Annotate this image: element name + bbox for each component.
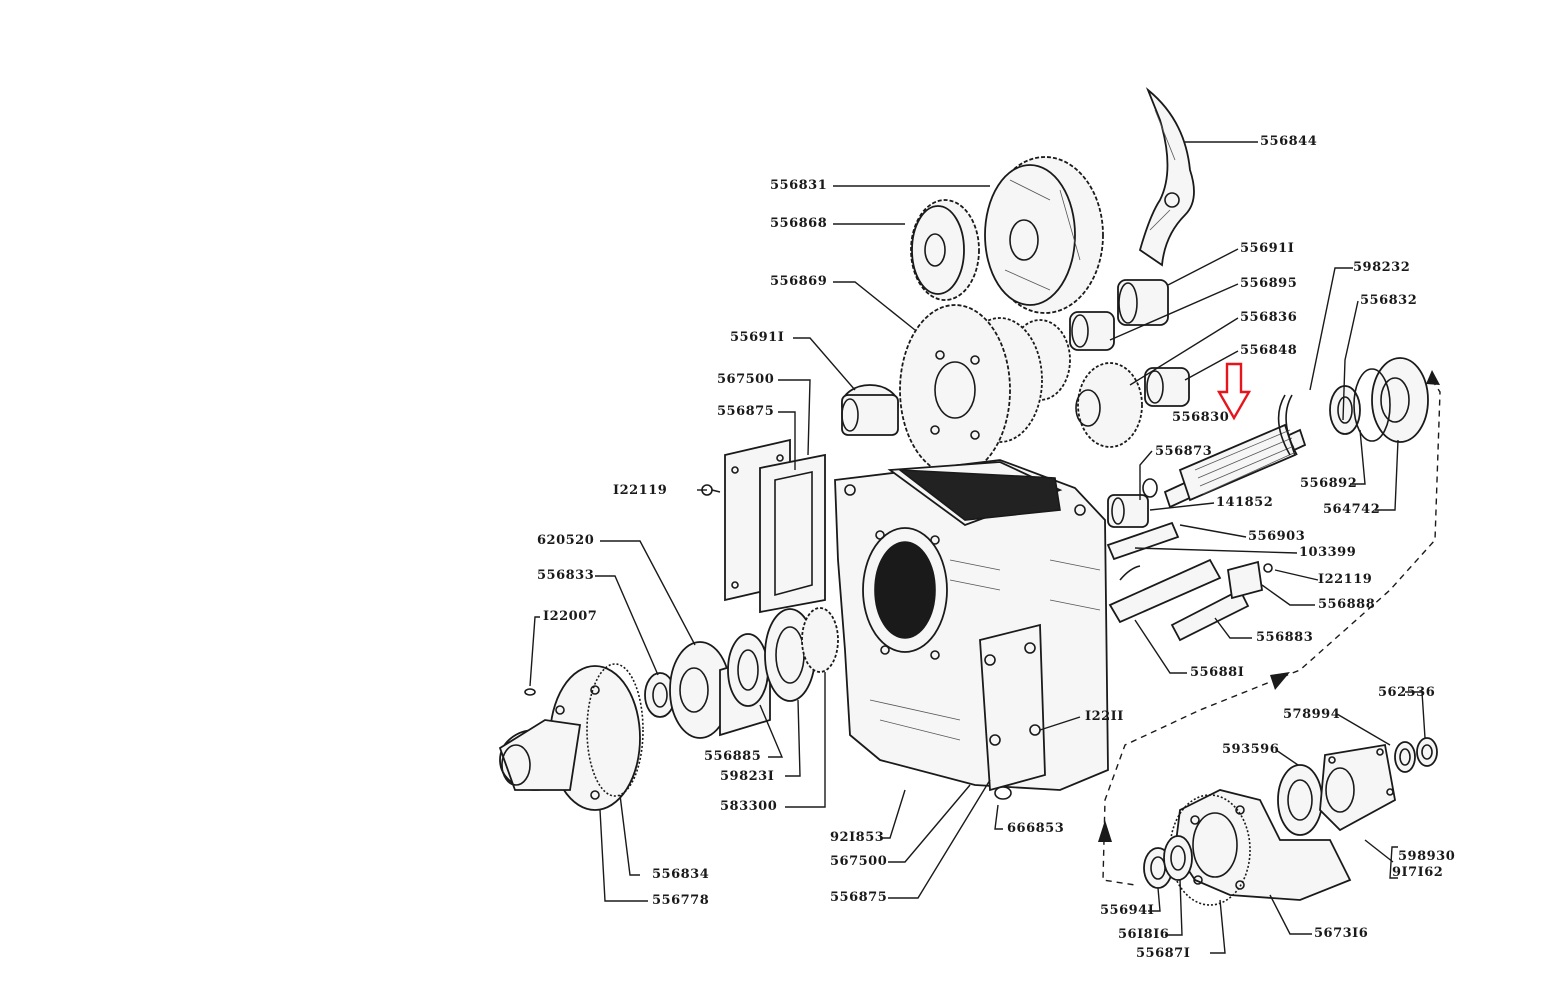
- part-label-666853: 666853: [1007, 821, 1065, 836]
- gasket-567500: [759, 453, 826, 614]
- part-label-567316: 5673I6: [1314, 926, 1369, 941]
- part-label-567500-bottom: 567500: [830, 854, 888, 869]
- part-label-578994: 578994: [1283, 707, 1341, 722]
- washer-578994: [1394, 741, 1416, 773]
- plate-556888: [1226, 560, 1273, 600]
- gear-556868: [910, 199, 980, 301]
- part-label-583300: 583300: [720, 799, 778, 814]
- part-label-561816: 56I8I6: [1118, 927, 1170, 942]
- part-label-598930: 598930: [1398, 849, 1456, 864]
- seal-561816: [1163, 835, 1193, 881]
- dashed-flow-arrow-icon: [1098, 370, 1441, 886]
- gear-556869: [899, 304, 1071, 476]
- part-label-921853: 92I853: [830, 830, 885, 845]
- part-label-556868: 556868: [770, 216, 828, 231]
- rod-556883: [1170, 588, 1250, 642]
- part-label-556911-right: 55691I: [1240, 241, 1295, 256]
- part-label-556941: 55694I: [1100, 903, 1155, 918]
- part-label-556834: 556834: [652, 867, 710, 882]
- leader-lines: [529, 141, 1426, 954]
- part-label-556888: 556888: [1318, 597, 1376, 612]
- snap-ring-598232: [1277, 394, 1298, 456]
- part-label-141852: 141852: [1216, 495, 1274, 510]
- input-gear-583300: [801, 607, 839, 673]
- part-label-556778: 556778: [652, 893, 710, 908]
- part-label-556836: 556836: [1240, 310, 1298, 325]
- part-label-562536: 562536: [1378, 685, 1436, 700]
- bushing-556848: [1144, 367, 1190, 407]
- rod-556903: [1106, 521, 1180, 561]
- part-label-556892: 556892: [1300, 476, 1358, 491]
- part-label-556895: 556895: [1240, 276, 1298, 291]
- roller-bearing-556911-left: [841, 384, 899, 436]
- part-label-593596: 593596: [1222, 742, 1280, 757]
- part-label-12211x: I22II: [1085, 709, 1124, 724]
- part-label-122119-left: I22119: [613, 483, 668, 498]
- down-arrow-icon: [1216, 362, 1252, 421]
- washer-556892: [1329, 385, 1361, 435]
- bearing-593596: [1277, 764, 1323, 836]
- gear-556836: [1075, 362, 1143, 448]
- part-label-620520: 620520: [537, 533, 595, 548]
- pin-103399: [1119, 565, 1141, 581]
- needle-bearing-556873: [1107, 478, 1158, 528]
- gasket-556834: [586, 663, 644, 797]
- part-label-556881: 55688I: [1190, 665, 1245, 680]
- part-label-556832: 556832: [1360, 293, 1418, 308]
- shaft-556830: [1163, 423, 1307, 509]
- part-label-103399: 103399: [1299, 545, 1357, 560]
- part-label-556848: 556848: [1240, 343, 1298, 358]
- flange-556778: [498, 665, 641, 811]
- part-label-556830: 556830: [1172, 410, 1230, 425]
- part-label-556844: 556844: [1260, 134, 1318, 149]
- bolt-122007: [524, 688, 536, 696]
- ring-666853: [994, 786, 1012, 800]
- pto-flange-598930: [1319, 743, 1397, 832]
- part-label-122119-right: I22119: [1318, 572, 1373, 587]
- part-label-556833: 556833: [537, 568, 595, 583]
- part-label-556869: 556869: [770, 274, 828, 289]
- nut-562536: [1416, 737, 1438, 767]
- part-label-556911-left: 55691I: [730, 330, 785, 345]
- part-label-598231: 59823I: [720, 769, 775, 784]
- ball-bearing-564742: [1353, 357, 1429, 443]
- gear-556831: [984, 156, 1104, 314]
- part-label-556885: 556885: [704, 749, 762, 764]
- part-label-556903: 556903: [1248, 529, 1306, 544]
- part-label-564742: 564742: [1323, 502, 1381, 517]
- rod-556881: [1108, 558, 1222, 624]
- part-label-122007: I22007: [543, 609, 598, 624]
- part-label-556883: 556883: [1256, 630, 1314, 645]
- shift-fork-556844: [1138, 87, 1195, 267]
- part-label-556871: 55687I: [1136, 946, 1191, 961]
- part-label-556831: 556831: [770, 178, 828, 193]
- bushing-556895: [1069, 311, 1115, 351]
- part-label-917162: 9I7I62: [1392, 865, 1444, 880]
- part-label-556873: 556873: [1155, 444, 1213, 459]
- part-label-556875-bottom: 556875: [830, 890, 888, 905]
- gearbox-housing-921853: [834, 459, 1109, 792]
- washer-556885: [727, 633, 769, 707]
- part-label-556875-top: 556875: [717, 404, 775, 419]
- part-label-598232: 598232: [1353, 260, 1411, 275]
- part-label-567500-top: 567500: [717, 372, 775, 387]
